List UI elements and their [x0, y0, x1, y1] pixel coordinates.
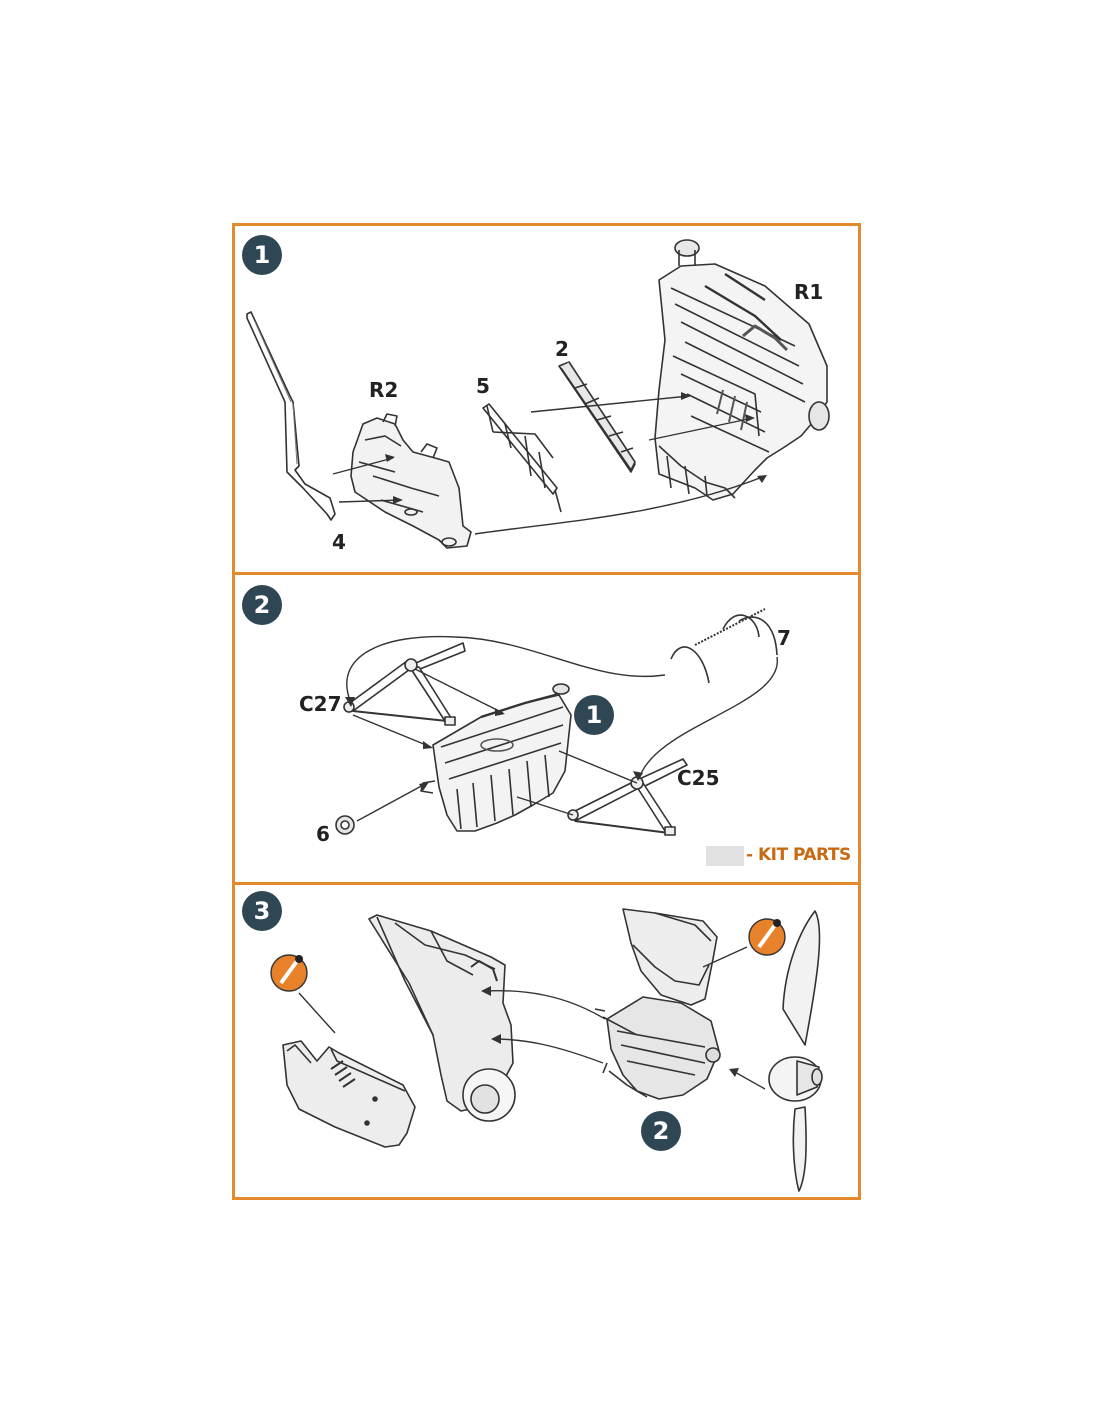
- part-4-rod: [246, 311, 336, 521]
- label-part-6: 6: [316, 822, 330, 846]
- label-part-4: 4: [332, 530, 346, 554]
- step-3-arrows: [298, 946, 766, 1090]
- step-1-illustration: [246, 239, 830, 549]
- step-2-badge: 2: [242, 585, 282, 625]
- part-c27-mount: [343, 642, 466, 726]
- step-divider-2: [232, 882, 861, 885]
- label-r2: R2: [369, 378, 399, 402]
- kit-parts-legend-swatch: [706, 846, 744, 866]
- step-3-badge: 3: [242, 891, 282, 931]
- part-7-wires: [670, 608, 778, 684]
- label-c25: C25: [677, 766, 720, 790]
- label-r1: R1: [794, 280, 824, 304]
- glue-brush-icon: [270, 954, 308, 992]
- step-divider-1: [232, 572, 861, 575]
- engine-with-mounts: [594, 996, 721, 1100]
- label-c27: C27: [299, 692, 342, 716]
- fuselage-nose: [368, 914, 516, 1122]
- kit-parts-legend: - KIT PARTS: [746, 845, 851, 865]
- propeller: [768, 910, 823, 1192]
- label-part-7: 7: [777, 626, 791, 650]
- part-6-disk: [335, 815, 355, 835]
- part-r1-engine: [654, 239, 830, 501]
- subassembly-2-reference-badge: 2: [641, 1111, 681, 1151]
- left-cowling-panel: [282, 1040, 416, 1148]
- engine-assembly: [420, 683, 572, 832]
- subassembly-1-reference-badge: 1: [574, 695, 614, 735]
- part-r2-bracket: [350, 413, 472, 549]
- instruction-frame: [232, 223, 861, 1200]
- glue-brush-icon: [748, 918, 786, 956]
- upper-cowling: [622, 908, 718, 1006]
- step-2-arrows: [346, 635, 778, 822]
- part-c25-mount: [567, 758, 688, 836]
- step-3-illustration: [270, 908, 823, 1192]
- step-1-arrows: [332, 395, 766, 535]
- label-part-2: 2: [555, 337, 569, 361]
- label-part-5: 5: [476, 374, 490, 398]
- part-2-panel: [558, 361, 636, 473]
- part-5-frame: [482, 403, 562, 513]
- step-1-badge: 1: [242, 235, 282, 275]
- step-2-illustration: [335, 608, 778, 836]
